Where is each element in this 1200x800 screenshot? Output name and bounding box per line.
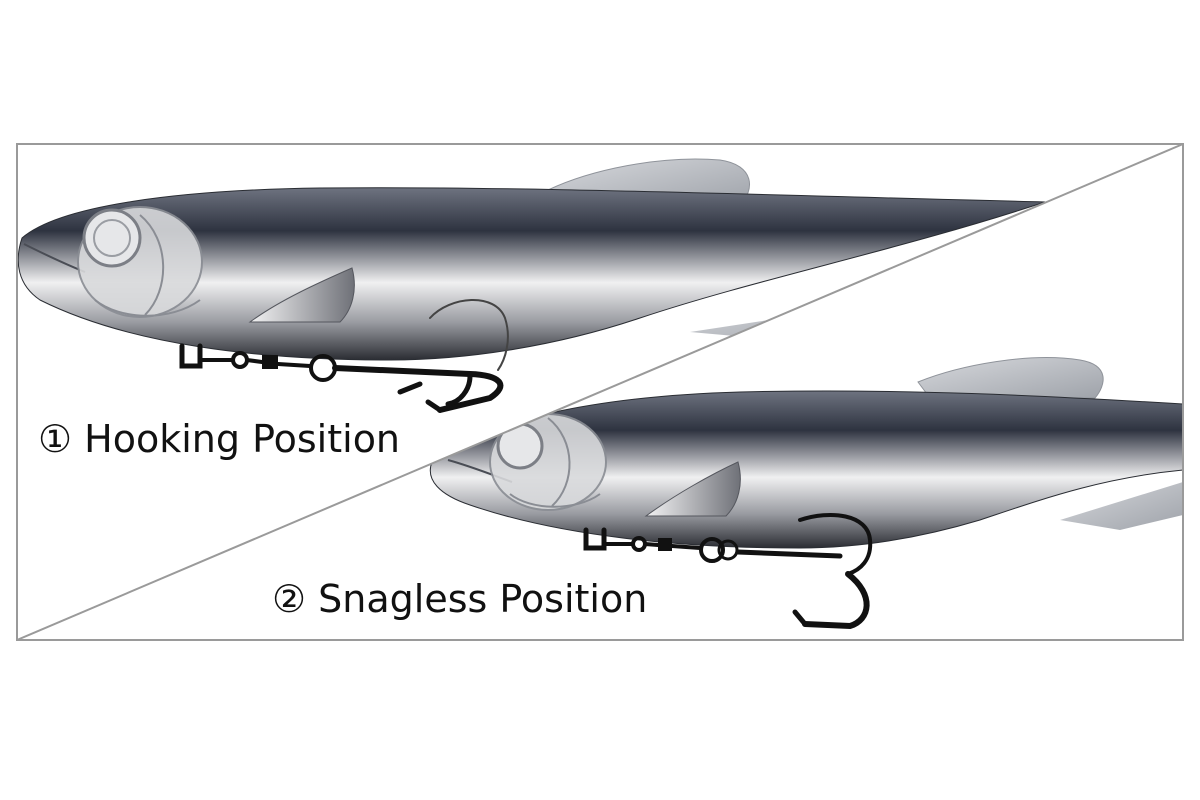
snagless-panel: ② Snagless Position (272, 357, 1183, 630)
bottom-dorsal-fin (917, 357, 1104, 399)
bottom-treble-shank (735, 549, 843, 559)
bottom-lure (429, 357, 1183, 549)
top-treble-point-a (425, 399, 443, 413)
bottom-line-eye (583, 527, 607, 551)
top-split-ring (309, 354, 337, 382)
bottom-hook-rig (583, 512, 873, 630)
snagless-position-label: ② Snagless Position (272, 577, 647, 621)
top-lure (17, 158, 1046, 361)
bottom-treble-upper (798, 512, 873, 576)
bottom-split-ring (699, 537, 725, 563)
top-hook-shank-ghost (429, 299, 509, 371)
top-treble-point-b (445, 373, 473, 407)
top-ventral-fin (690, 300, 900, 340)
hooking-panel: ① Hooking Position (17, 158, 1046, 461)
top-split-ring-small (231, 351, 249, 369)
top-swivel (262, 355, 278, 369)
top-line-eye (179, 343, 203, 369)
top-treble-shank (332, 365, 504, 413)
bottom-eye (496, 422, 544, 470)
diagram-frame (16, 143, 1184, 641)
bottom-head-detail (489, 413, 607, 511)
bottom-pectoral-fin (644, 461, 741, 517)
bottom-ventral-fin (1060, 482, 1183, 530)
hooking-position-label: ① Hooking Position (38, 417, 400, 461)
bottom-swivel (658, 538, 672, 551)
top-treble-point-c (397, 381, 423, 395)
bottom-lure-body (429, 390, 1183, 549)
diagonal-divider (16, 143, 1184, 641)
top-pectoral-fin (248, 267, 355, 323)
top-eye (82, 208, 142, 268)
bottom-treble-lower (802, 571, 870, 630)
top-hook-rig (179, 299, 509, 413)
bottom-treble-point (792, 609, 808, 627)
